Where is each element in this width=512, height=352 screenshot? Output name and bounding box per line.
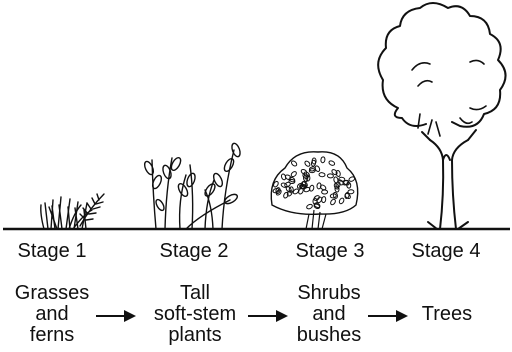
arrow-right-icon xyxy=(96,309,136,323)
arrow-right-icon xyxy=(248,309,288,323)
description-line: soft-stem xyxy=(143,304,247,325)
description-line: and xyxy=(7,304,97,325)
shrub-leaf xyxy=(313,195,320,202)
shrub-leaf xyxy=(348,190,354,195)
stage-4-label: Stage 4 xyxy=(406,241,486,262)
description-line: bushes xyxy=(284,325,374,346)
stage-2-label: Stage 2 xyxy=(154,241,234,262)
stage-4-description: Trees xyxy=(410,304,484,325)
shrub-leaf xyxy=(348,176,355,182)
description-line: and xyxy=(284,304,374,325)
shrub-leaf xyxy=(321,157,326,163)
shrub-leaf xyxy=(338,197,344,204)
arrow-right-icon xyxy=(368,309,408,323)
shrub-leaf xyxy=(306,204,313,210)
shrub-leaf xyxy=(328,160,335,166)
description-line: ferns xyxy=(7,325,97,346)
shrub-leaf xyxy=(319,184,326,191)
description-line: Shrubs xyxy=(284,283,374,304)
tree-icon xyxy=(378,3,505,229)
shrub-leaf xyxy=(304,160,311,167)
shrub-leaf xyxy=(336,170,341,177)
description-line: Tall xyxy=(143,283,247,304)
shrub-leaves xyxy=(272,157,355,210)
shrub-leaf xyxy=(290,171,297,178)
shrub-leaf xyxy=(327,174,333,178)
description-line: Trees xyxy=(410,304,484,325)
stage-1-label: Stage 1 xyxy=(12,241,92,262)
shrub-leaf xyxy=(322,190,328,194)
stage-3-description: Shrubs and bushes xyxy=(284,283,374,346)
stage-1-description: Grasses and ferns xyxy=(7,283,97,346)
shrub-leaf xyxy=(281,173,287,180)
grass-fern-icon xyxy=(41,194,104,229)
succession-illustration xyxy=(0,0,512,240)
description-line: plants xyxy=(143,325,247,346)
tall-plants-icon xyxy=(143,142,242,229)
shrub-leaf xyxy=(319,172,325,177)
stage-2-description: Tall soft-stem plants xyxy=(143,283,247,346)
shrub-leaf xyxy=(309,185,315,192)
shrub-leaf xyxy=(291,160,298,167)
description-line: Grasses xyxy=(7,283,97,304)
shrub-leaf xyxy=(330,198,337,205)
stage-3-label: Stage 3 xyxy=(290,241,370,262)
shrub-icon xyxy=(271,152,357,229)
